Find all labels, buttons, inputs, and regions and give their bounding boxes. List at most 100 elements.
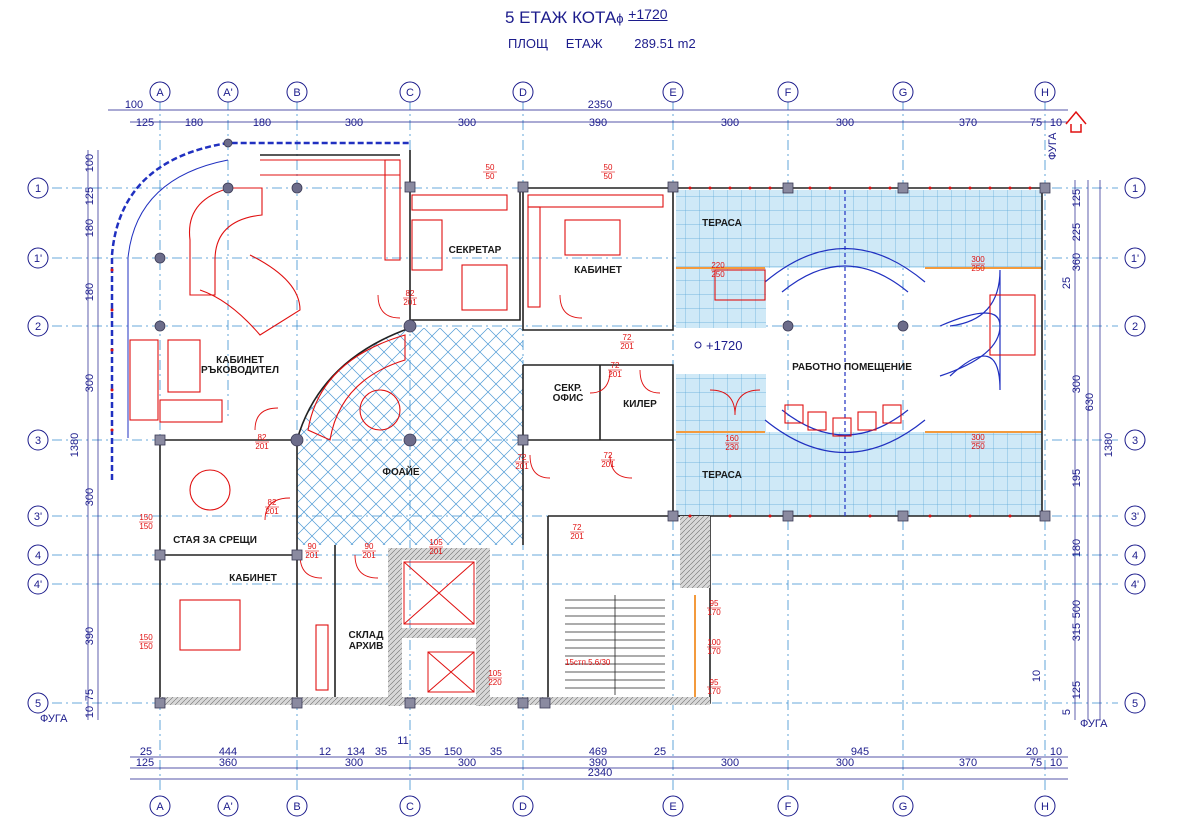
terrace-bottom-floor [676,432,1042,516]
axis-label-row: 1' [1131,253,1139,265]
door-label-num: 72 [611,361,620,370]
room-office-top: КАБИНЕТ [574,265,622,276]
dim-bottom1: 35 [375,746,387,758]
axis-label-col: C [406,87,414,99]
dim-right: 195 [1071,469,1083,487]
dim-bottom1: 134 [347,746,365,758]
axis-bubble-col [892,81,914,103]
axis-label-row: 1 [1132,183,1138,195]
dim-left: 180 [84,219,96,237]
axis-label-col: E [669,801,676,813]
axis-bubble-col [399,81,421,103]
door-label-num: 72 [573,523,582,532]
door-label-den: 201 [265,507,279,516]
axis-label-col: A' [223,801,232,813]
dim-right-total: 1380 [1103,433,1115,457]
door-label-den: 201 [255,442,269,451]
dim-right: 360 [1071,253,1083,271]
door-label-den: 201 [620,342,634,351]
dim-right: 225 [1071,223,1083,241]
door-label-den: 170 [707,687,721,696]
room-secretary: СЕКРЕТАР [449,245,502,256]
door-label-num: 160 [725,434,739,443]
door-label-den: 201 [515,462,529,471]
axis-label-row: 1' [34,253,42,265]
axis-bubble-col [777,795,799,817]
dim-bottom2: 10 [1050,757,1062,769]
door-label-den: 201 [362,551,376,560]
axis-bubble-row [1124,505,1146,527]
axis-label-col: D [519,87,527,99]
dim-top: 75 [1030,117,1042,129]
door-label-num: 150 [139,633,153,642]
axis-label-row: 4' [34,579,42,591]
room-archive-1: СКЛАД [348,630,383,641]
dim-bottom2: 300 [345,757,363,769]
axis-bubble-col [217,795,239,817]
axis-label-col: A' [223,87,232,99]
dim-bottom2: 75 [1030,757,1042,769]
door-label-den: 150 [139,522,153,531]
axis-bubble-row [27,505,49,527]
dim-left-total: 1380 [69,433,81,457]
dim-bottom2: 390 [589,757,607,769]
door-label-num: 72 [623,333,632,342]
dim-right: 10 [1031,670,1043,682]
stairs-label: 15стп.5.6/30 [565,658,611,667]
dim-top: 300 [721,117,739,129]
dim-bottom2: 300 [836,757,854,769]
terrace-top-strip [676,268,766,328]
railing [110,186,1032,518]
dim-right: 300 [1071,375,1083,393]
dim-top: 125 [136,117,154,129]
header-title-line: 5 ЕТАЖ КОТАϕ +1720 [505,6,668,28]
door-label-den: 201 [570,532,584,541]
dim-bottom2: 360 [219,757,237,769]
axis-label-row: 5 [35,698,41,710]
north-arrow-icon [1065,110,1087,133]
header-area-label: ПЛОЩ ЕТАЖ [508,36,603,51]
axis-bubble-col [777,81,799,103]
level-icon: ϕ [616,11,624,26]
door-label-num: 105 [488,669,502,678]
dim-right: 180 [1071,539,1083,557]
core-walls [160,516,710,706]
door-label-num: 95 [710,599,719,608]
dim-bottom1: 10 [1050,746,1062,758]
dim-right: 630 [1084,393,1096,411]
dim-right: 315 [1071,623,1083,641]
axis-bubble-col [1034,81,1056,103]
axis-bubble-col [149,81,171,103]
dim-bottom1: 25 [140,746,152,758]
axis-bubble-row [1124,177,1146,199]
workroom-ring-desk [764,190,1001,516]
axis-bubble-row [27,177,49,199]
axis-label-row: 4 [1132,550,1138,562]
axis-label-row: 5 [1132,698,1138,710]
door-label-den: 170 [707,647,721,656]
axis-label-row: 3 [35,435,41,447]
room-terrace-top: ТЕРАСА [702,218,742,229]
header-level: +1720 [628,6,668,22]
room-archive-2: АРХИВ [349,641,384,652]
axis-bubble-row [1124,544,1146,566]
axis-label-row: 3' [34,511,42,523]
dim-top: 300 [458,117,476,129]
axis-bubble-col [512,81,534,103]
axis-bubble-col [399,795,421,817]
room-meeting: СТАЯ ЗА СРЕЩИ [173,535,257,546]
axis-bubble-col [892,795,914,817]
room-secretary-office-1: СЕКР. [554,383,582,394]
axis-label-row: 4 [35,550,41,562]
axis-bubble-col [1034,795,1056,817]
columns [154,138,909,447]
room-pantry: КИЛЕР [623,399,657,410]
dim-bottom1: 25 [654,746,666,758]
door-label-den: 150 [139,642,153,651]
door-label-den: 201 [403,298,417,307]
door-label-den: 50 [604,172,613,181]
terrace-edges [676,267,1042,700]
